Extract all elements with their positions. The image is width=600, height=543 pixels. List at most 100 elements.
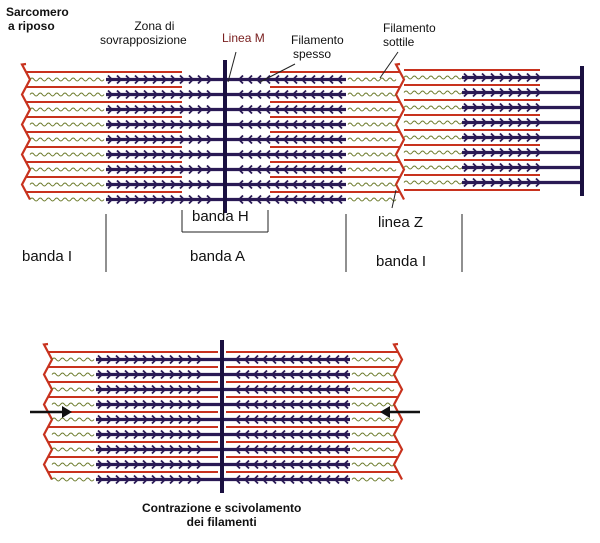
top-myosin-head-left	[197, 164, 204, 175]
bottom-myosin-head-left	[160, 414, 167, 425]
top-myosin-head-left	[125, 119, 132, 130]
top-myosin-head-left	[161, 194, 168, 205]
right-myosin-head	[535, 132, 542, 143]
bottom-myosin-head-left	[160, 384, 167, 395]
top-myosin-head-right	[282, 74, 289, 85]
right-titin-spring	[403, 120, 463, 125]
top-myosin-head-left	[116, 179, 123, 190]
top-myosin-head-left	[116, 89, 123, 100]
right-myosin-head	[508, 102, 515, 113]
right-myosin-head	[481, 72, 488, 83]
leader-z-line	[391, 189, 397, 209]
right-myosin-head	[526, 177, 533, 188]
top-myosin-head-left	[206, 134, 213, 145]
top-myosin-head-right	[273, 74, 280, 85]
right-myosin-head	[490, 102, 497, 113]
top-myosin-head-left	[134, 134, 141, 145]
bottom-myosin-head-left	[124, 414, 131, 425]
top-myosin-head-left	[125, 104, 132, 115]
bottom-myosin-head-left	[106, 429, 113, 440]
bottom-myosin-head-left	[133, 429, 140, 440]
right-myosin-head	[517, 162, 524, 173]
top-myosin-head-left	[188, 134, 195, 145]
right-myosin-head	[499, 87, 506, 98]
right-myosin-head	[526, 102, 533, 113]
top-myosin-head-left	[107, 164, 114, 175]
bottom-myosin-head-right	[288, 384, 295, 395]
bottom-myosin-head-right	[342, 474, 349, 485]
top-myosin-head-right	[237, 164, 244, 175]
bottom-myosin-head-left	[106, 459, 113, 470]
right-myosin-head	[526, 87, 533, 98]
right-myosin-head	[472, 177, 479, 188]
bottom-myosin-head-left	[115, 474, 122, 485]
top-myosin-head-right	[291, 179, 298, 190]
top-myosin-head-right	[300, 179, 307, 190]
top-myosin-head-left	[143, 194, 150, 205]
top-myosin-head-left	[206, 74, 213, 85]
top-myosin-head-right	[246, 179, 253, 190]
bottom-myosin-head-left	[187, 474, 194, 485]
top-myosin-head-right	[282, 164, 289, 175]
top-myosin-head-right	[282, 149, 289, 160]
bottom-myosin-head-right	[252, 369, 259, 380]
bottom-myosin-head-right	[306, 369, 313, 380]
thin-filament-line2: sottile	[383, 34, 415, 49]
bottom-myosin-head-left	[133, 399, 140, 410]
bottom-myosin-head-right	[288, 459, 295, 470]
bottom-myosin-head-left	[160, 399, 167, 410]
top-titin-spring-left	[29, 92, 105, 97]
top-myosin-head-right	[246, 89, 253, 100]
bottom-myosin-head-left	[97, 414, 104, 425]
right-myosin-head	[481, 117, 488, 128]
bottom-myosin-head-left	[115, 459, 122, 470]
bottom-myosin-head-left	[178, 354, 185, 365]
bottom-myosin-head-right	[315, 474, 322, 485]
bottom-myosin-head-right	[324, 414, 331, 425]
top-myosin-head-right	[291, 74, 298, 85]
resting-title-line1: Sarcomero	[6, 5, 69, 19]
top-myosin-head-right	[291, 134, 298, 145]
right-myosin-head	[481, 162, 488, 173]
bottom-titin-spring-right	[351, 357, 395, 362]
bottom-myosin-head-left	[133, 384, 140, 395]
top-myosin-head-right	[291, 149, 298, 160]
bottom-myosin-head-right	[333, 444, 340, 455]
bottom-titin-spring-right	[351, 462, 395, 467]
top-myosin-head-left	[125, 149, 132, 160]
bottom-myosin-head-left	[106, 399, 113, 410]
bottom-myosin-head-left	[178, 384, 185, 395]
bottom-myosin-head-right	[324, 459, 331, 470]
bottom-myosin-head-right	[333, 384, 340, 395]
bottom-myosin-head-right	[234, 459, 241, 470]
bottom-myosin-head-left	[196, 414, 203, 425]
bottom-myosin-head-left	[124, 444, 131, 455]
bottom-myosin-head-left	[124, 354, 131, 365]
bottom-myosin-head-right	[306, 414, 313, 425]
bottom-titin-spring-right	[351, 447, 395, 452]
bottom-myosin-head-right	[234, 474, 241, 485]
bottom-titin-spring-left	[51, 402, 95, 407]
h-band-label: banda H	[192, 208, 249, 225]
right-titin-spring	[403, 135, 463, 140]
top-myosin-head-right	[255, 164, 262, 175]
top-myosin-head-left	[188, 74, 195, 85]
top-myosin-head-right	[291, 89, 298, 100]
push-arrow-right-head	[380, 406, 390, 418]
top-myosin-head-left	[152, 89, 159, 100]
bottom-myosin-head-left	[187, 354, 194, 365]
bottom-myosin-head-right	[261, 474, 268, 485]
bottom-myosin-head-right	[261, 459, 268, 470]
bottom-myosin-head-right	[342, 354, 349, 365]
bottom-myosin-head-left	[169, 429, 176, 440]
top-myosin-head-left	[107, 149, 114, 160]
right-myosin-head	[490, 72, 497, 83]
bottom-myosin-head-right	[297, 429, 304, 440]
right-myosin-head	[499, 117, 506, 128]
bottom-myosin-head-left	[115, 444, 122, 455]
top-myosin-head-left	[179, 194, 186, 205]
bottom-myosin-head-right	[297, 399, 304, 410]
top-myosin-head-right	[327, 179, 334, 190]
top-myosin-head-right	[318, 104, 325, 115]
top-myosin-head-left	[188, 194, 195, 205]
